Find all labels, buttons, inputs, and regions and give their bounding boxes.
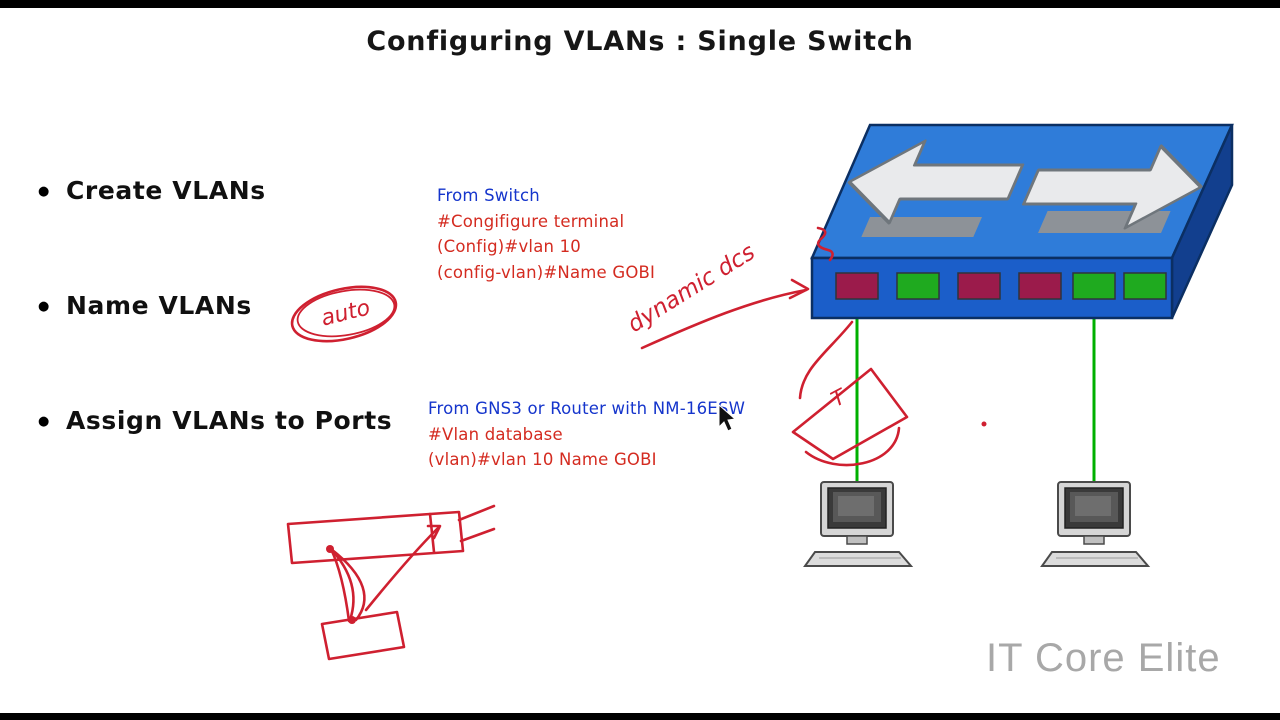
code-line: #Congifigure terminal: [437, 211, 625, 231]
code-heading-gns3: From GNS3 or Router with NM-16ESW: [428, 399, 746, 418]
bullet-name-vlans: Name VLANs: [38, 291, 252, 320]
bullet-create-vlans: Create VLANs: [38, 176, 266, 205]
scribble-annotation: [286, 504, 496, 661]
switch-port-5: [1072, 272, 1116, 300]
switch-port-2: [896, 272, 940, 300]
code-line: #Vlan database: [428, 424, 563, 444]
code-line: (config-vlan)#Name GOBI: [437, 262, 656, 282]
bullet-assign-vlans: Assign VLANs to Ports: [38, 406, 392, 435]
switch-port-6: [1123, 272, 1167, 300]
code-line: (vlan)#vlan 10 Name GOBI: [428, 450, 657, 469]
switch-port-4: [1018, 272, 1062, 300]
auto-circle-annotation: [290, 285, 398, 343]
arrow-shadow-left: [861, 217, 982, 237]
page-title: Configuring VLANs : Single Switch: [366, 26, 914, 57]
dynamic-arrow-annotation: [640, 226, 834, 350]
mouse-cursor: [718, 403, 737, 432]
code-block-switch: From Switch #Congifigure terminal (Confi…: [437, 183, 655, 285]
switch-port-3: [957, 272, 1001, 300]
code-heading-switch: From Switch: [437, 186, 540, 205]
switch-squiggle-annotation: [816, 226, 834, 262]
frame-t-annotation: [791, 320, 987, 467]
pc-2: [1041, 481, 1149, 567]
arrow-right-icon: [1022, 144, 1203, 230]
letterbox-top-bar: [0, 0, 1280, 8]
watermark: IT Core Elite: [986, 636, 1221, 680]
switch-graphic: [810, 123, 1234, 320]
arrow-left-icon: [847, 139, 1025, 225]
pc-1: [804, 481, 912, 567]
code-block-gns3: From GNS3 or Router with NM-16ESW #Vlan …: [428, 396, 745, 473]
red-dot: [981, 421, 987, 427]
letterbox-bottom-bar: [0, 713, 1280, 720]
switch-port-1: [835, 272, 879, 300]
code-line: (Config)#vlan 10: [437, 237, 581, 256]
